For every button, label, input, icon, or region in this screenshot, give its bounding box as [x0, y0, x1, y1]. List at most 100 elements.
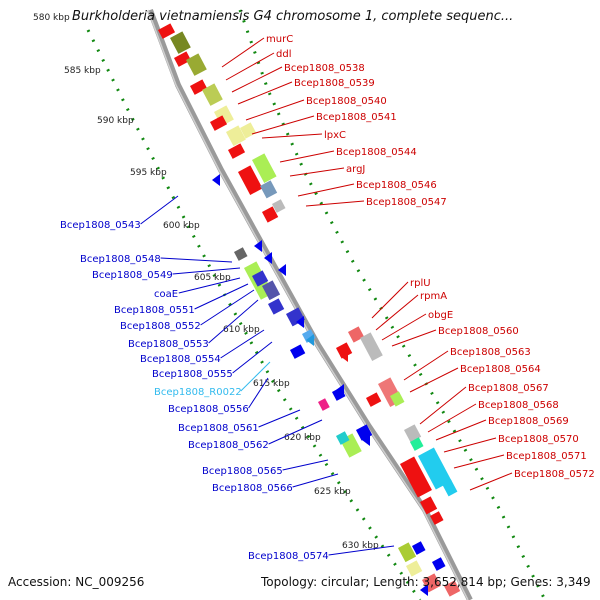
forward-gene-label: Bcep1808_0546	[356, 180, 437, 191]
reverse-gene-leader	[194, 283, 249, 310]
tick-label: 590 kbp	[97, 116, 134, 126]
gene-block	[403, 424, 422, 443]
outer-dotted-line	[238, 9, 547, 600]
gene-block	[430, 511, 444, 525]
strand-arrow	[254, 240, 262, 252]
forward-gene-label: murC	[266, 34, 293, 45]
gene-block	[410, 437, 424, 451]
gene-block	[262, 206, 279, 223]
forward-gene-leader	[305, 200, 365, 207]
forward-gene-label: Bcep1808_0540	[306, 96, 387, 107]
gene-block	[174, 51, 192, 67]
reverse-gene-leader	[178, 277, 241, 294]
forward-gene-leader	[225, 52, 275, 81]
forward-gene-leader	[279, 150, 335, 163]
gene-block	[170, 31, 191, 54]
gene-block	[228, 143, 246, 159]
forward-gene-label: Bcep1808_0570	[498, 434, 579, 445]
gene-block	[158, 23, 176, 39]
forward-gene-label: lpxC	[324, 130, 346, 141]
gene-block	[226, 125, 246, 147]
tick-label: 630 kbp	[342, 541, 379, 551]
forward-gene-label: Bcep1808_0547	[366, 197, 447, 208]
reverse-gene-leader	[258, 409, 301, 428]
reverse-gene-leader	[208, 299, 259, 344]
reverse-gene-label: Bcep1808_R0022	[154, 387, 242, 398]
reverse-gene-leader	[282, 459, 329, 471]
gene-block	[400, 456, 432, 498]
reverse-gene-label: Bcep1808_0562	[188, 440, 269, 451]
gene-block	[252, 270, 269, 287]
reverse-gene-leader	[268, 419, 323, 445]
gene-block	[268, 298, 285, 315]
gene-block	[420, 496, 438, 515]
forward-gene-label: obgE	[428, 310, 453, 321]
forward-gene-leader	[427, 403, 477, 433]
gene-block	[289, 344, 306, 359]
reverse-gene-label: Bcep1808_0565	[202, 466, 283, 477]
forward-gene-label: Bcep1808_0571	[506, 451, 587, 462]
reverse-gene-label: Bcep1808_0561	[178, 423, 259, 434]
forward-gene-label: Bcep1808_0544	[336, 147, 417, 158]
forward-gene-label: Bcep1808_0538	[284, 63, 365, 74]
forward-gene-leader	[419, 386, 467, 425]
forward-gene-leader	[261, 133, 323, 139]
gene-block	[412, 541, 426, 555]
forward-gene-leader	[371, 281, 409, 319]
gene-block	[444, 580, 461, 597]
reverse-gene-label: Bcep1808_0566	[212, 483, 293, 494]
reverse-gene-leader	[140, 195, 179, 225]
gene-block	[238, 165, 263, 195]
strand-arrow	[340, 350, 348, 362]
tick-label: 625 kbp	[314, 487, 351, 497]
forward-gene-label: Bcep1808_0572	[514, 469, 595, 480]
forward-gene-leader	[221, 37, 265, 68]
forward-gene-label: rpmA	[420, 291, 447, 302]
gene-block	[366, 392, 382, 407]
gene-block	[210, 115, 228, 131]
reverse-gene-leader	[172, 267, 241, 275]
forward-gene-leader	[453, 454, 505, 469]
reverse-gene-label: Bcep1808_0554	[140, 354, 221, 365]
strand-arrow	[212, 174, 220, 186]
forward-gene-leader	[237, 81, 293, 105]
reverse-gene-label: Bcep1808_0556	[168, 404, 249, 415]
tick-label: 610 kbp	[223, 325, 260, 335]
gene-block	[348, 326, 365, 343]
reverse-gene-label: Bcep1808_0552	[120, 321, 201, 332]
reverse-gene-leader	[200, 289, 255, 326]
forward-gene-label: Bcep1808_0569	[488, 416, 569, 427]
gene-block	[190, 79, 208, 95]
gene-block	[261, 280, 281, 301]
gene-block	[202, 83, 223, 106]
strand-arrow	[420, 584, 428, 596]
gene-block	[336, 431, 350, 445]
forward-gene-label: Bcep1808_0568	[478, 400, 559, 411]
strand-arrow	[264, 252, 272, 264]
forward-gene-label: Bcep1808_0541	[316, 112, 397, 123]
forward-gene-label: argJ	[346, 164, 365, 175]
tick-label: 615 kbp	[253, 379, 290, 389]
strand-arrow	[362, 434, 370, 446]
gene-block	[441, 479, 458, 497]
gene-block	[272, 199, 286, 213]
forward-gene-label: Bcep1808_0539	[294, 78, 375, 89]
reverse-gene-leader	[328, 545, 395, 556]
gene-block	[406, 560, 423, 577]
forward-gene-label: Bcep1808_0563	[450, 347, 531, 358]
forward-gene-leader	[409, 367, 459, 393]
forward-gene-leader	[443, 437, 497, 453]
gene-block	[186, 53, 207, 76]
reverse-gene-leader	[160, 257, 233, 263]
tick-label: 585 kbp	[64, 66, 101, 76]
gene-block	[336, 342, 353, 359]
reverse-gene-leader	[292, 473, 339, 488]
forward-gene-label: Bcep1808_0560	[438, 326, 519, 337]
reverse-gene-leader	[232, 341, 273, 374]
forward-gene-label: rplU	[410, 278, 431, 289]
reverse-gene-label: coaE	[154, 289, 178, 300]
reverse-gene-label: Bcep1808_0551	[114, 305, 195, 316]
forward-gene-leader	[403, 350, 449, 381]
forward-gene-label: ddl	[276, 49, 291, 60]
